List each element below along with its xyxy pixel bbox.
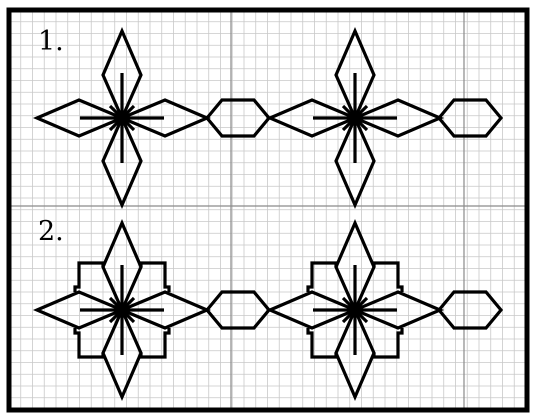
pattern-2-label: 2. — [38, 218, 64, 245]
pattern-1-label: 1. — [38, 28, 64, 55]
